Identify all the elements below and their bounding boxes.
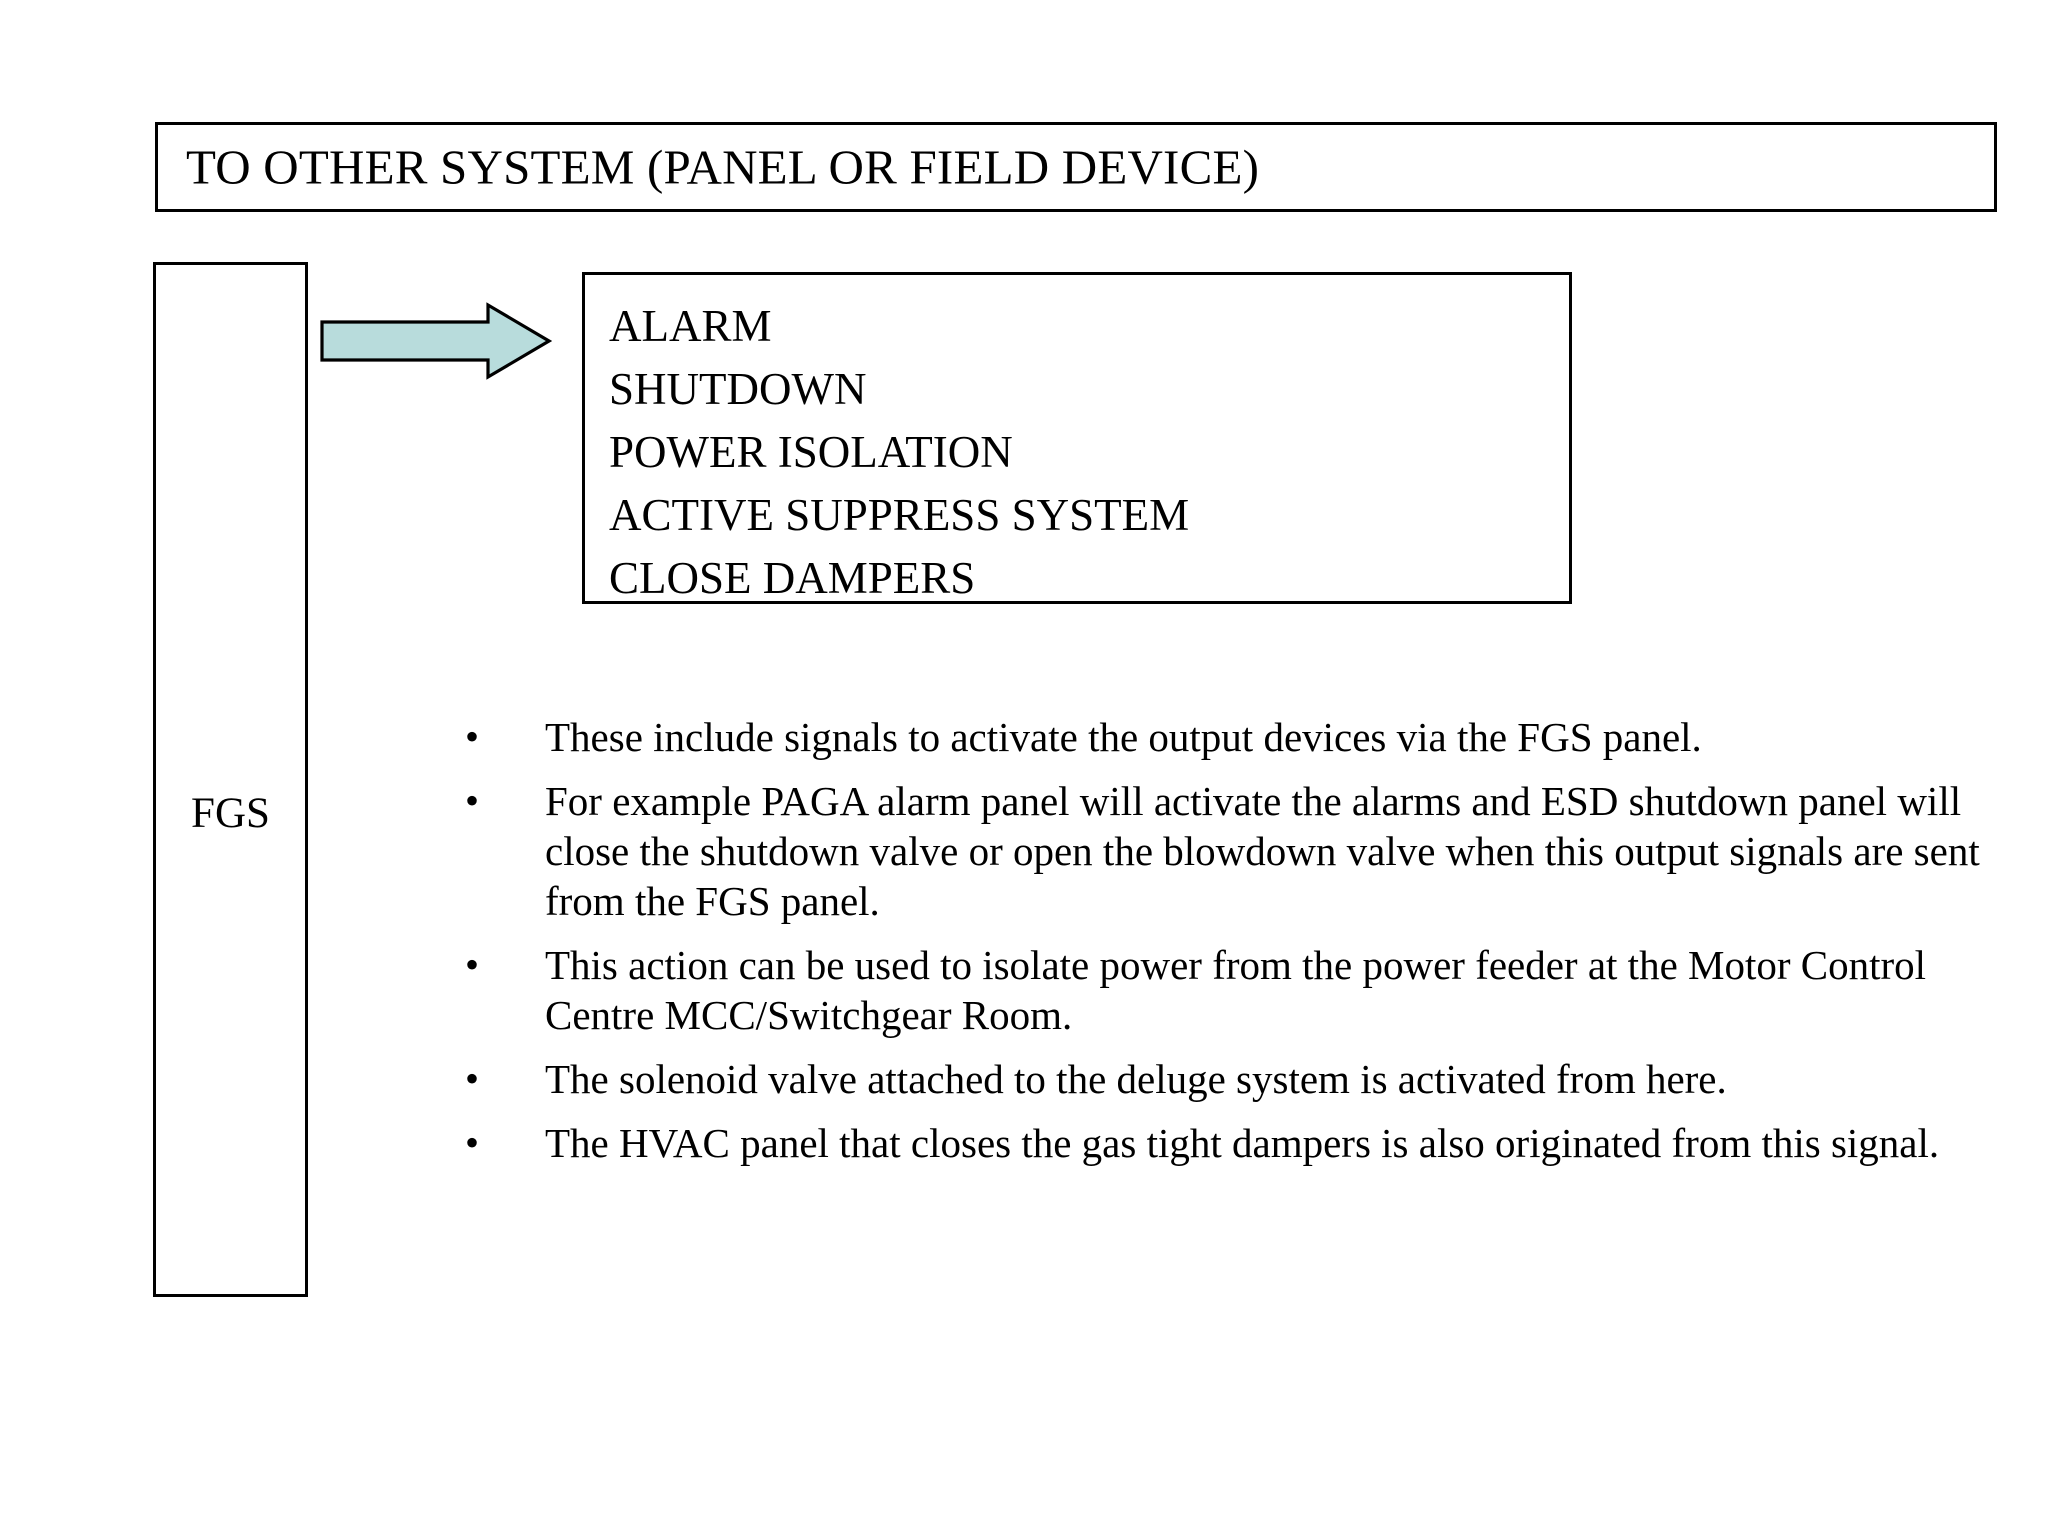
bullet-text-5: The HVAC panel that closes the gas tight… (545, 1120, 1940, 1166)
bullet-marker-icon: • (465, 1120, 480, 1165)
list-item: • These include signals to activate the … (455, 712, 1985, 762)
action-item-alarm: ALARM (609, 301, 772, 351)
bullet-text-3: This action can be used to isolate power… (545, 942, 1927, 1038)
bullet-text-4: The solenoid valve attached to the delug… (545, 1056, 1727, 1102)
right-block-arrow-shape (320, 302, 552, 380)
action-item-power-isolation: POWER ISOLATION (609, 427, 1013, 477)
title-banner-box: TO OTHER SYSTEM (PANEL OR FIELD DEVICE) (155, 122, 1997, 212)
explanation-bullet-list: • These include signals to activate the … (455, 712, 1985, 1168)
action-item-shutdown: SHUTDOWN (609, 364, 867, 414)
bullet-marker-icon: • (465, 714, 480, 759)
page-title: TO OTHER SYSTEM (PANEL OR FIELD DEVICE) (186, 139, 1260, 195)
output-actions-box: ALARM SHUTDOWN POWER ISOLATION ACTIVE SU… (582, 272, 1572, 604)
bullet-marker-icon: • (465, 1056, 480, 1101)
list-item: • For example PAGA alarm panel will acti… (455, 776, 1985, 926)
list-item: • The solenoid valve attached to the del… (455, 1054, 1985, 1104)
action-item-close-dampers: CLOSE DAMPERS (609, 553, 976, 603)
list-item: • This action can be used to isolate pow… (455, 940, 1985, 1040)
fgs-source-box: FGS (153, 262, 308, 1297)
arrow-polygon (320, 302, 552, 380)
fgs-box-label: FGS (191, 790, 270, 837)
action-item-active-suppress-system: ACTIVE SUPPRESS SYSTEM (609, 490, 1190, 540)
bullet-marker-icon: • (465, 942, 480, 987)
list-item: • The HVAC panel that closes the gas tig… (455, 1118, 1985, 1168)
bullet-text-1: These include signals to activate the ou… (545, 714, 1702, 760)
output-actions-list: ALARM SHUTDOWN POWER ISOLATION ACTIVE SU… (609, 295, 1559, 610)
right-block-arrow-icon (320, 302, 552, 380)
bullet-text-2: For example PAGA alarm panel will activa… (545, 778, 1980, 924)
bullet-marker-icon: • (465, 778, 480, 823)
